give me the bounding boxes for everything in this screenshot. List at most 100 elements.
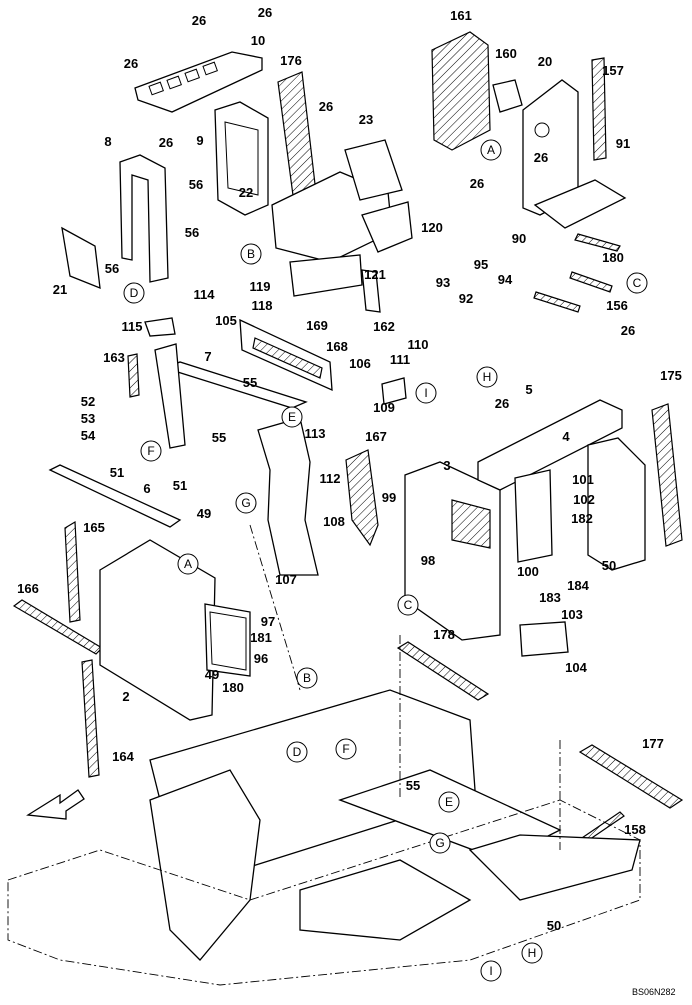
part-number-label: 10 (251, 33, 265, 48)
reference-circle (626, 272, 648, 294)
reference-circle (123, 282, 145, 304)
part-number-label: 178 (433, 627, 455, 642)
reference-marker: B (240, 243, 262, 265)
part-number-label: 90 (512, 231, 526, 246)
reference-circle (476, 366, 498, 388)
part-number-label: 21 (53, 282, 67, 297)
reference-marker: B (296, 667, 318, 689)
part-number-label: 157 (602, 63, 624, 78)
reference-marker: I (480, 960, 502, 982)
reference-marker: G (429, 832, 451, 854)
part-number-label: 20 (538, 54, 552, 69)
reference-circle (521, 942, 543, 964)
part-number-label: 3 (443, 458, 450, 473)
cover-23 (271, 139, 413, 313)
part-number-label: 54 (81, 428, 96, 443)
part-number-label: 8 (104, 134, 111, 149)
part-number-label: 184 (567, 578, 589, 593)
panel-2 (99, 539, 251, 721)
part-number-label: 50 (547, 918, 561, 933)
part-number-label: 160 (495, 46, 517, 61)
reference-letter: D (293, 745, 302, 759)
reference-letter: F (147, 444, 154, 458)
grommet-160 (492, 79, 523, 113)
part-number-label: 112 (320, 471, 341, 486)
post-8 (119, 154, 169, 283)
reference-marker: D (286, 741, 308, 763)
part-number-label: 104 (565, 660, 587, 675)
part-number-label: 55 (212, 430, 226, 445)
reference-marker: F (335, 738, 357, 760)
part-number-label: 93 (436, 275, 450, 290)
part-number-label: 167 (365, 429, 387, 444)
plate-109 (381, 377, 407, 405)
part-number-label: 92 (459, 291, 473, 306)
part-number-label: 26 (319, 99, 333, 114)
part-number-label: 168 (326, 339, 348, 354)
reference-circle (429, 832, 451, 854)
reference-letter: B (303, 671, 311, 685)
part-number-label: 105 (215, 313, 237, 328)
reference-letter: B (247, 247, 255, 261)
panel-4 (587, 437, 646, 571)
part-number-label: 99 (382, 490, 396, 505)
part-number-label: 26 (470, 176, 484, 191)
plate-100 (514, 469, 553, 563)
base-frame (149, 689, 641, 961)
reference-circle (286, 741, 308, 763)
part-number-label: 5 (525, 382, 532, 397)
reference-letter: E (288, 410, 296, 424)
part-number-label: 7 (204, 349, 211, 364)
part-number-label: 115 (122, 319, 143, 334)
seal-178 (396, 641, 490, 701)
seal-164 (81, 659, 100, 778)
part-number-label: 118 (252, 298, 273, 313)
part-number-label: 163 (103, 350, 125, 365)
reference-marker: D (123, 282, 145, 304)
frame-3 (404, 461, 501, 641)
part-number-label: 181 (250, 630, 272, 645)
seal-161 (431, 31, 491, 151)
part-number-label: 49 (197, 506, 211, 521)
reference-circle (177, 553, 199, 575)
bar-6 (48, 464, 182, 528)
part-number-label: 56 (189, 177, 203, 192)
reference-marker: I (415, 382, 437, 404)
part-number-label: 6 (143, 481, 150, 496)
reference-circle (415, 382, 437, 404)
reference-letter: G (241, 496, 250, 510)
part-number-label: 180 (602, 250, 624, 265)
reference-letter: F (342, 742, 349, 756)
seal-177 (578, 744, 684, 809)
reference-circle (335, 738, 357, 760)
hood-169 (239, 318, 333, 392)
part-number-label: 53 (81, 411, 95, 426)
reference-circle (281, 406, 303, 428)
reference-letter: H (483, 370, 492, 384)
part-number-label: 26 (124, 56, 138, 71)
part-number-label: 26 (534, 150, 548, 165)
front-arrow (26, 789, 85, 820)
part-number-label: 50 (602, 558, 616, 573)
duct-5 (477, 399, 623, 491)
part-number-label: 98 (421, 553, 435, 568)
part-number-label: 9 (196, 133, 203, 148)
reference-letter: C (404, 598, 413, 612)
part-number-label: 180 (222, 680, 244, 695)
part-number-label: 106 (349, 356, 371, 371)
reference-letter: A (184, 557, 192, 571)
part-number-label: 110 (408, 337, 429, 352)
bracket-90 (533, 179, 627, 229)
part-number-label: 2 (122, 689, 129, 704)
dashed-outline (7, 524, 641, 986)
reference-marker: A (177, 553, 199, 575)
reference-circle (480, 960, 502, 982)
part-number-label: 26 (495, 396, 509, 411)
part-number-label: 169 (306, 318, 328, 333)
seal-175 (651, 403, 683, 547)
part-number-label: 26 (192, 13, 206, 28)
part-number-label: 55 (406, 778, 420, 793)
